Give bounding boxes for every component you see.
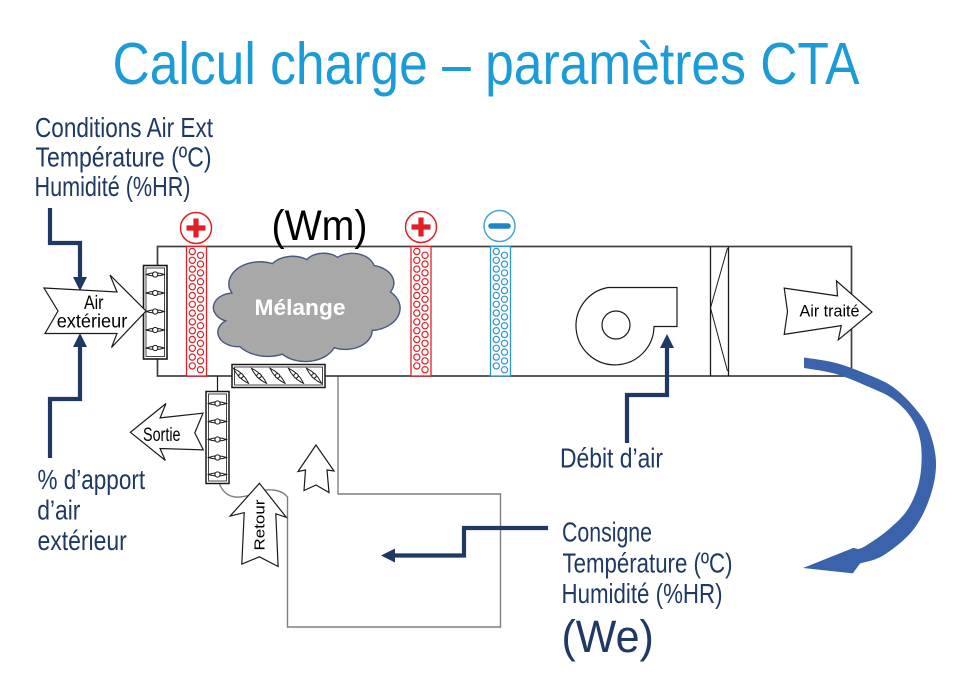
svg-text:Calcul charge – paramètres CTA: Calcul charge – paramètres CTA [113, 30, 860, 97]
svg-text:Débit d’air: Débit d’air [560, 443, 663, 474]
svg-text:d’air: d’air [37, 494, 80, 525]
svg-text:Sortie: Sortie [143, 424, 181, 446]
svg-text:extérieur: extérieur [57, 312, 128, 333]
svg-text:% d’apport: % d’apport [38, 464, 146, 495]
svg-text:Température (ºC): Température (ºC) [36, 141, 212, 172]
svg-text:Humidité (%HR): Humidité (%HR) [562, 578, 723, 609]
svg-text:(We): (We) [562, 611, 654, 662]
svg-text:Humidité (%HR): Humidité (%HR) [35, 171, 191, 202]
svg-text:Mélange: Mélange [255, 295, 346, 320]
svg-text:extérieur: extérieur [38, 525, 127, 556]
svg-text:Air: Air [84, 293, 104, 314]
svg-text:Retour: Retour [252, 500, 269, 551]
svg-text:Conditions Air Ext: Conditions Air Ext [35, 112, 213, 143]
svg-text:Consigne: Consigne [562, 517, 652, 548]
svg-text:(Wm): (Wm) [272, 202, 368, 249]
svg-text:Air traité: Air traité [800, 303, 860, 321]
svg-text:Température (ºC): Température (ºC) [563, 547, 733, 578]
